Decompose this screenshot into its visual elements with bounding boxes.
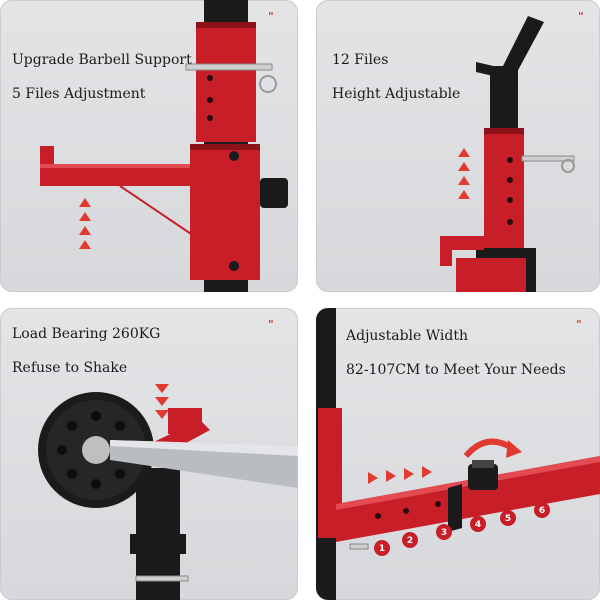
panel-subtitle: Refuse to Shake: [12, 360, 128, 376]
step-label: 3: [441, 528, 447, 538]
height-adjust-illustration: [440, 16, 575, 292]
corner-mark: ": [576, 318, 582, 331]
adjustable-width-illustration: 1 2 3 4 5 6: [316, 308, 600, 600]
panel-height-adjust: 12 Files Height Adjustable ": [316, 0, 600, 292]
panel-title: Load Bearing 260KG: [12, 326, 161, 342]
step-label: 1: [379, 544, 385, 554]
corner-mark: ": [578, 10, 584, 23]
step-label: 4: [475, 520, 481, 530]
panel-barbell-support: Upgrade Barbell Support 5 Files Adjustme…: [0, 0, 298, 292]
panel-load-bearing: Load Bearing 260KG Refuse to Shake ": [0, 308, 298, 600]
panel-title: 12 Files: [332, 52, 389, 68]
step-markers: 1 2 3 4 5 6: [374, 502, 550, 556]
corner-mark: ": [268, 318, 274, 331]
panel-subtitle: Height Adjustable: [332, 86, 461, 102]
panel-title: Upgrade Barbell Support: [12, 52, 192, 68]
load-bearing-illustration: [38, 384, 298, 600]
panel-subtitle: 82-107CM to Meet Your Needs: [346, 362, 566, 378]
corner-mark: ": [268, 10, 274, 23]
step-label: 5: [505, 514, 511, 524]
step-label: 2: [407, 536, 413, 546]
panel-title: Adjustable Width: [346, 328, 468, 344]
panel-subtitle: 5 Files Adjustment: [12, 86, 146, 102]
panel-adjustable-width: 1 2 3 4 5 6 Adjustable Width 82-107CM to…: [316, 308, 600, 600]
step-label: 6: [539, 506, 545, 516]
barbell-support-illustration: [40, 0, 288, 292]
